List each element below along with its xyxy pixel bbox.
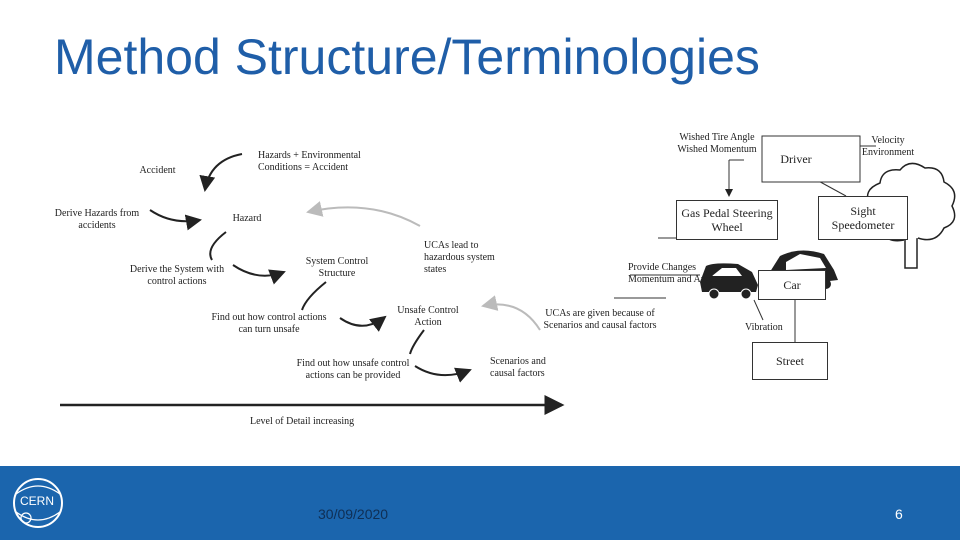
arrow-system-down	[301, 281, 327, 311]
vibration-label: Vibration	[745, 322, 783, 333]
find-unsafe-label: Find out how control actions can turn un…	[211, 312, 327, 335]
unsafe-action-label: Unsafe Control Action	[397, 305, 459, 328]
arrow-unsafe-down	[409, 329, 425, 355]
arrow-ucas-to-hazard	[306, 201, 421, 227]
page-title: Method Structure/Terminologies	[54, 29, 760, 85]
ucas-lead-label: UCAs lead to hazardous system states	[424, 240, 495, 275]
system-control-label: System Control Structure	[305, 256, 369, 279]
street-box: Street	[752, 342, 828, 380]
scenarios-label: Scenarios and causal factors	[490, 356, 546, 379]
footer-date: 30/09/2020	[318, 506, 389, 522]
provide-changes-label: Provide Changes Momentum and Angle	[628, 262, 718, 285]
footer-bar: CERN 30/09/2020 6	[0, 466, 960, 540]
arrow-provided-to-scenarios	[414, 365, 472, 383]
detail-label: Level of Detail increasing	[250, 416, 355, 427]
cern-logo: CERN	[6, 472, 70, 534]
arrow-hazards-to-accident	[199, 153, 243, 192]
sight-box: Sight Speedometer	[818, 196, 908, 240]
find-provided-label: Find out how unsafe control actions can …	[296, 358, 410, 381]
arrow-hazard-down	[209, 231, 227, 261]
driver-box	[761, 135, 861, 183]
driver-label: Driver	[780, 152, 812, 166]
arrow-find-to-unsafe	[339, 315, 387, 332]
derive-hazards-label: Derive Hazards from accidents	[54, 208, 140, 231]
accident-label: Accident	[139, 165, 176, 176]
cern-logo-text: CERN	[20, 494, 55, 508]
arrow-derive-to-hazard	[149, 209, 202, 231]
velocity-env-label: Velocity Environment	[861, 135, 915, 158]
ucas-given-label: UCAs are given because of Scenarios and …	[543, 308, 657, 331]
arrow-ucas-given-to-unsafe	[481, 295, 541, 331]
diagram-canvas	[60, 135, 956, 415]
derive-system-label: Derive the System with control actions	[129, 264, 225, 287]
page-number: 6	[895, 506, 903, 522]
wished-label: Wished Tire Angle Wished Momentum	[677, 132, 757, 155]
hazards-env-label: Hazards + Environmental Conditions = Acc…	[258, 150, 361, 173]
hazard-label: Hazard	[232, 213, 262, 224]
car-box: Car	[758, 270, 826, 300]
arrow-derive-to-system	[232, 264, 286, 285]
gas-pedal-box: Gas Pedal Steering Wheel	[676, 200, 778, 240]
